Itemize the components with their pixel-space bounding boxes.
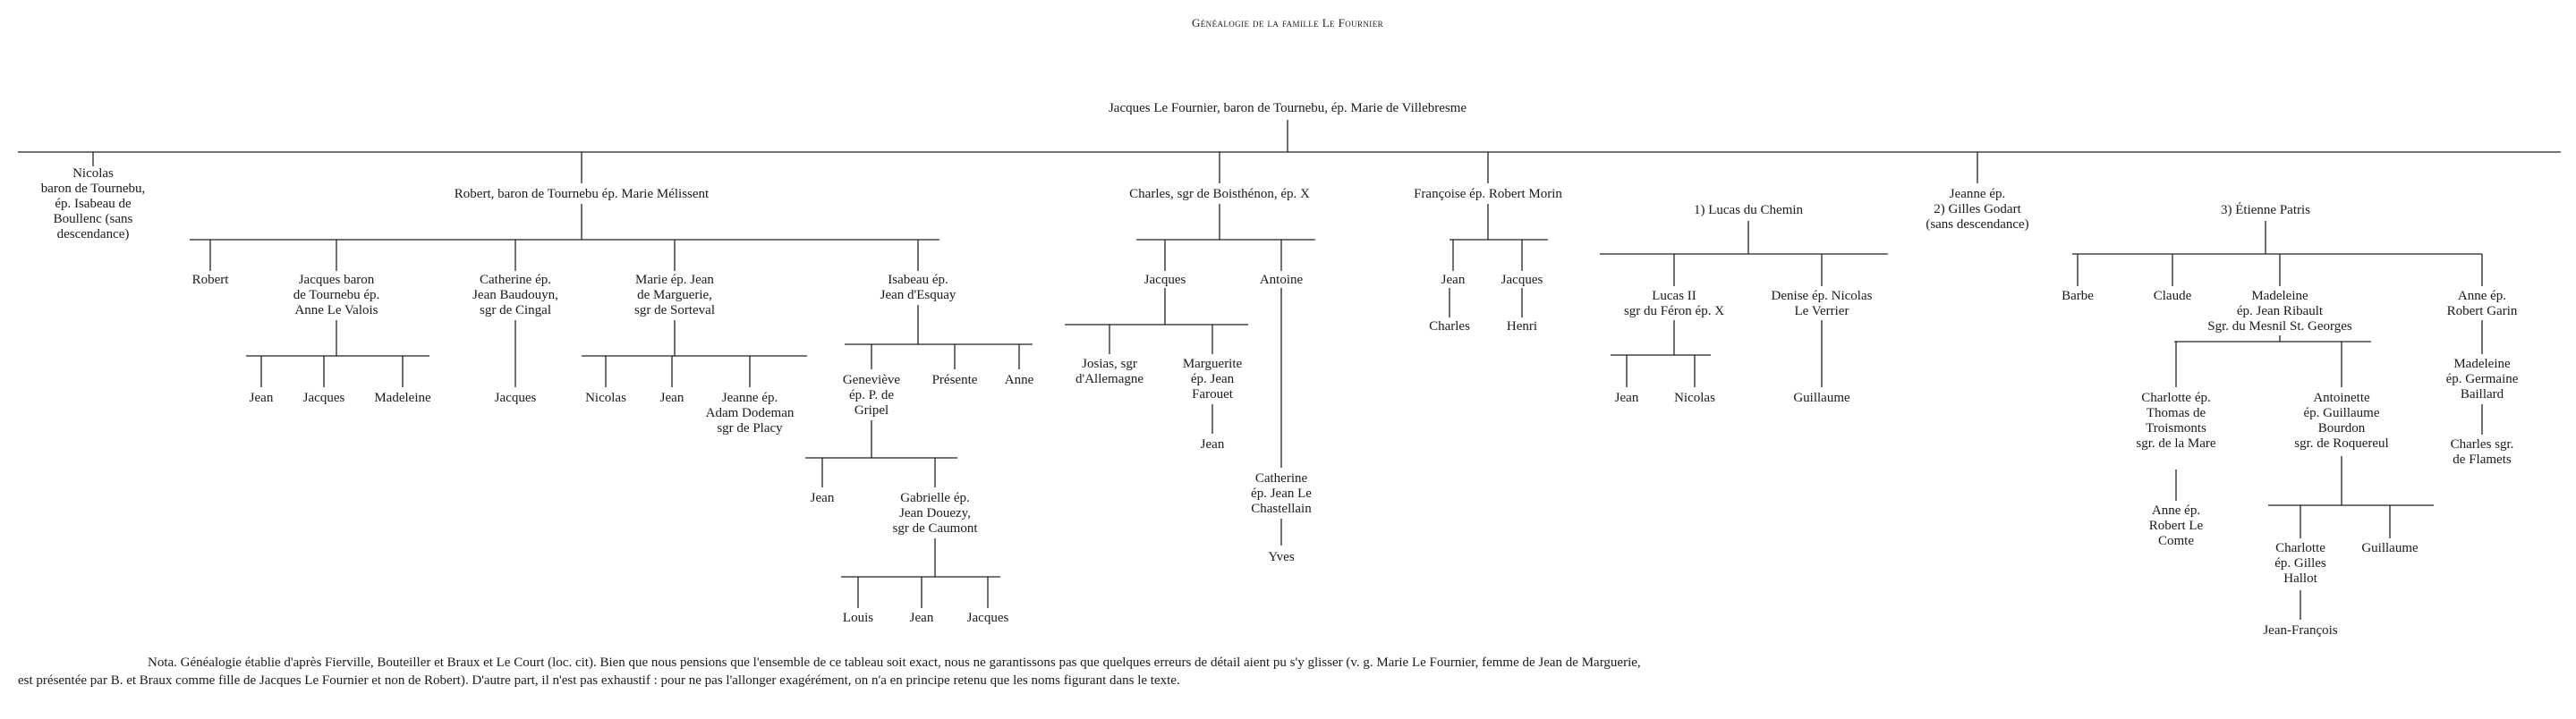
person-charlotte-hallot: Charlotte ép. Gilles Hallot bbox=[2274, 541, 2326, 586]
person-nicolas-g: Nicolas bbox=[1674, 391, 1715, 405]
person-jean-e: Jean bbox=[1200, 437, 1225, 452]
person-madeleine-baillard: Madeleine ép. Germaine Baillard bbox=[2445, 357, 2519, 402]
person-josias: Josias, sgr d'Allemagne bbox=[1075, 357, 1144, 386]
person-marguerite-farouet: Marguerite ép. Jean Farouet bbox=[1182, 357, 1243, 402]
person-jean-d: Jean bbox=[909, 611, 934, 625]
person-root: Jacques Le Fournier, baron de Tournebu, … bbox=[1108, 101, 1467, 115]
person-nicolas-baron: Nicolas baron de Tournebu, ép. Isabeau d… bbox=[40, 166, 146, 241]
person-yves: Yves bbox=[1268, 550, 1295, 564]
person-isabeau-esquay: Isabeau ép. Jean d'Esquay bbox=[880, 273, 956, 302]
person-catherine-baudouyn: Catherine ép. Jean Baudouyn, sgr de Cing… bbox=[472, 273, 558, 317]
person-jacques-a: Jacques bbox=[302, 391, 345, 405]
person-jacques-b: Jacques bbox=[494, 391, 537, 405]
person-etienne-patris: 3) Étienne Patris bbox=[2221, 203, 2310, 217]
person-marie-marguerie: Marie ép. Jean de Marguerie, sgr de Sort… bbox=[634, 273, 715, 317]
footnote-line-1: Nota. Généalogie établie d'après Fiervil… bbox=[148, 656, 1641, 670]
person-barbe: Barbe bbox=[2062, 289, 2094, 303]
person-madeleine-a: Madeleine bbox=[374, 391, 431, 405]
person-jeanne-dodeman: Jeanne ép. Adam Dodeman sgr de Placy bbox=[705, 391, 795, 436]
person-jean-b: Jean bbox=[659, 391, 684, 405]
person-antoinette: Antoinette ép. Guillaume Bourdon sgr. de… bbox=[2294, 391, 2389, 451]
person-charlotte-thomas: Charlotte ép. Thomas de Troismonts sgr. … bbox=[2136, 391, 2216, 451]
person-charles-flamets: Charles sgr. de Flamets bbox=[2450, 437, 2514, 467]
person-jacques-f: Jacques bbox=[1501, 273, 1543, 287]
footnote-line-2: est présentée par B. et Braux comme fill… bbox=[18, 673, 1180, 688]
person-robert-baron: Robert, baron de Tournebu ép. Marie Méli… bbox=[454, 187, 710, 201]
person-anne-b: Anne bbox=[1004, 373, 1034, 387]
person-catherine-chastellain: Catherine ép. Jean Le Chastellain bbox=[1251, 471, 1312, 516]
person-louis: Louis bbox=[842, 611, 874, 625]
person-jean-a: Jean bbox=[249, 391, 274, 405]
person-lucas-ii: Lucas II sgr du Féron ép. X bbox=[1623, 289, 1725, 318]
person-guillaume-h: Guillaume bbox=[2361, 541, 2419, 555]
person-genevieve: Geneviève ép. P. de Gripel bbox=[842, 373, 901, 418]
person-jean-francois: Jean-François bbox=[2263, 623, 2338, 638]
person-denise: Denise ép. Nicolas Le Verrier bbox=[1771, 289, 1873, 318]
person-anne-garin: Anne ép. Robert Garin bbox=[2446, 289, 2518, 318]
person-charles-f: Charles bbox=[1429, 319, 1470, 334]
person-nicolas-b: Nicolas bbox=[585, 391, 626, 405]
person-jean-f: Jean bbox=[1441, 273, 1466, 287]
person-jacques-baron: Jacques baron de Tournebu ép. Anne Le Va… bbox=[293, 273, 380, 317]
diagram-title: Généalogie de la famille Le Fournier bbox=[1191, 16, 1384, 30]
person-presente: Présente bbox=[931, 373, 978, 387]
person-guillaume-g: Guillaume bbox=[1793, 391, 1850, 405]
person-robert-jr: Robert bbox=[191, 273, 229, 287]
person-jean-c: Jean bbox=[810, 491, 835, 505]
person-lucas-chemin: 1) Lucas du Chemin bbox=[1693, 203, 1804, 217]
person-jean-g: Jean bbox=[1614, 391, 1639, 405]
person-jacques-d: Jacques bbox=[966, 611, 1009, 625]
person-gabrielle: Gabrielle ép. Jean Douezy, sgr de Caumon… bbox=[892, 491, 978, 536]
person-jacques-c: Jacques bbox=[1143, 273, 1186, 287]
person-madeleine-ribault: Madeleine ép. Jean Ribault Sgr. du Mesni… bbox=[2207, 289, 2352, 334]
person-jeanne-godart: Jeanne ép. 2) Gilles Godart (sans descen… bbox=[1926, 187, 2029, 232]
person-henri: Henri bbox=[1506, 319, 1538, 334]
person-francoise: Françoise ép. Robert Morin bbox=[1414, 187, 1562, 201]
person-antoine: Antoine bbox=[1259, 273, 1304, 287]
person-claude: Claude bbox=[2153, 289, 2192, 303]
person-charles-sgr: Charles, sgr de Boisthénon, ép. X bbox=[1129, 187, 1310, 201]
person-anne-comte: Anne ép. Robert Le Comte bbox=[2148, 503, 2204, 548]
